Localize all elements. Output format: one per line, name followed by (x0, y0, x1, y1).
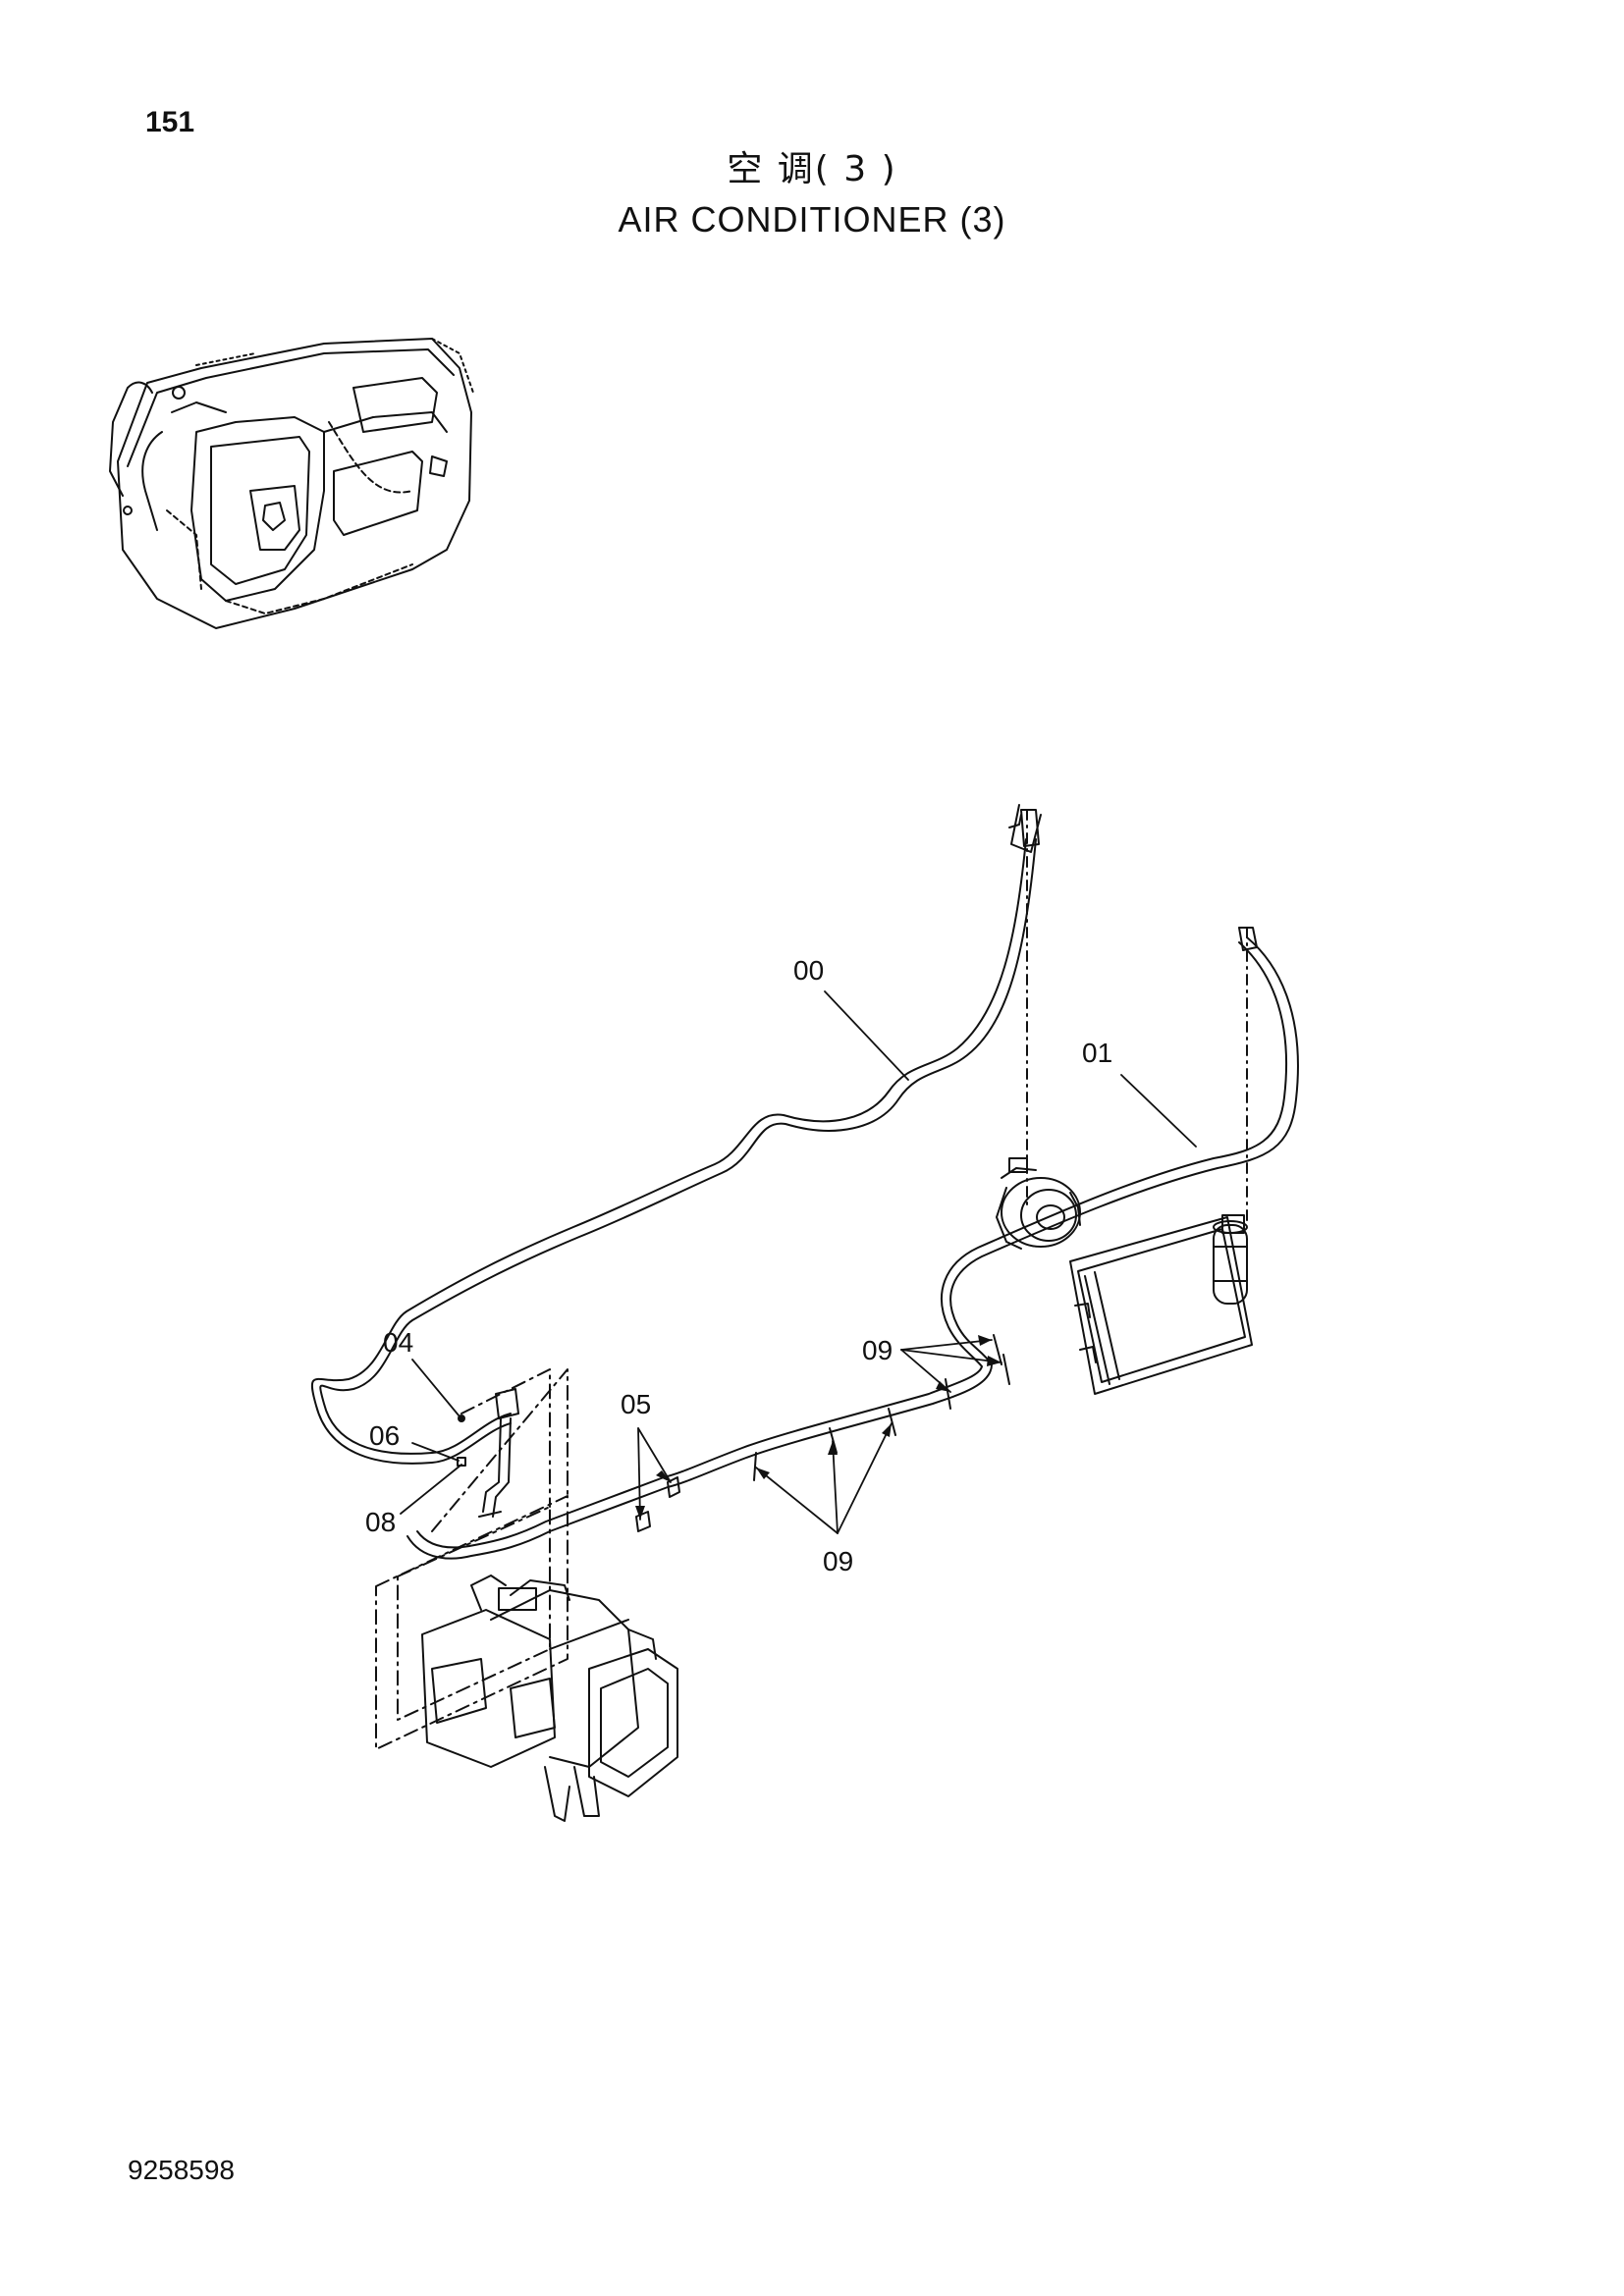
callout-05: 05 (621, 1389, 651, 1419)
title-english: AIR CONDITIONER (3) (618, 199, 1006, 240)
callout-04: 04 (383, 1327, 413, 1358)
callout-08: 08 (365, 1507, 396, 1537)
compressor (996, 1157, 1081, 1250)
receiver-drier (1213, 1220, 1248, 1305)
heater-fittings (457, 1388, 519, 1518)
title-chinese: 空 调( 3 ) (727, 149, 897, 189)
hose-clamps-05 (635, 1476, 680, 1532)
callout-09-lower: 09 (823, 1546, 853, 1576)
callout-01: 01 (1082, 1038, 1112, 1068)
document-number: 9258598 (128, 2155, 236, 2185)
leader-lines (400, 990, 1197, 1534)
condenser (1069, 1214, 1253, 1395)
callout-00: 00 (793, 955, 824, 986)
page-number: 151 (145, 106, 195, 138)
overview-cab-thumbnail (109, 338, 474, 629)
title-block: 空 调( 3 ) AIR CONDITIONER (3) (0, 147, 1624, 243)
callout-06: 06 (369, 1420, 400, 1451)
hose-01 (406, 927, 1299, 1560)
heater-unit-phantom-frame (375, 1368, 568, 1750)
heater-unit (421, 1575, 678, 1822)
callout-09-upper: 09 (862, 1335, 893, 1365)
hose-00 (310, 804, 1042, 1465)
leader-arrowheads (635, 1335, 1001, 1520)
